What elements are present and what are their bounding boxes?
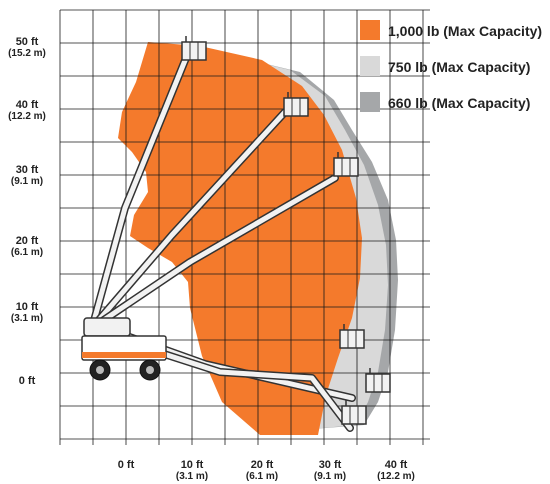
y-tick-30ft-metric: (9.1 m)	[11, 176, 43, 187]
x-tick-20ft: 20 ft	[251, 459, 274, 471]
wheel-rear-hub	[146, 366, 154, 374]
x-tick-40ft-metric: (12.2 m)	[377, 471, 415, 482]
work-platform-icon	[365, 368, 391, 393]
boom-mid-fill	[89, 175, 338, 331]
y-tick-0ft: 0 ft	[19, 375, 36, 387]
x-tick-20ft-metric: (6.1 m)	[246, 471, 278, 482]
y-tick-10ft: 10 ft	[16, 301, 39, 313]
work-platform-icon	[283, 92, 309, 117]
work-platforms	[181, 36, 391, 425]
legend-label-750lb: 750 lb (Max Capacity)	[388, 59, 530, 75]
x-tick-30ft: 30 ft	[319, 459, 342, 471]
platform-basket	[365, 373, 391, 393]
work-platform-icon	[181, 36, 207, 61]
platform-basket	[181, 41, 207, 61]
work-platform-icon	[333, 152, 359, 177]
envelope-1000lb	[118, 42, 362, 435]
work-platform-icon	[341, 400, 367, 425]
x-tick-40ft: 40 ft	[385, 459, 408, 471]
aerial-lift-machine-icon	[81, 317, 167, 381]
y-tick-30ft: 30 ft	[16, 164, 39, 176]
x-tick-30ft-metric: (9.1 m)	[314, 471, 346, 482]
legend-label-660lb: 660 lb (Max Capacity)	[388, 95, 530, 111]
boom-high-fill	[89, 109, 288, 331]
x-tick-0ft: 0 ft	[118, 459, 135, 471]
y-tick-50ft: 50 ft	[16, 36, 39, 48]
legend-label-1000lb: 1,000 lb (Max Capacity)	[388, 23, 542, 39]
platform-basket	[283, 97, 309, 117]
turntable	[83, 317, 131, 337]
boom-vertical-fill	[89, 55, 189, 331]
platform-basket	[333, 157, 359, 177]
x-tick-10ft-metric: (3.1 m)	[176, 471, 208, 482]
legend: 1,000 lb (Max Capacity) 750 lb (Max Capa…	[360, 20, 542, 112]
y-tick-50ft-metric: (15.2 m)	[8, 48, 46, 59]
x-axis: 0 ft 10 ft (3.1 m) 20 ft (6.1 m) 30 ft (…	[118, 459, 415, 482]
y-tick-20ft-metric: (6.1 m)	[11, 247, 43, 258]
legend-swatch-1000lb	[360, 20, 380, 40]
legend-swatch-660lb	[360, 92, 380, 112]
x-tick-10ft: 10 ft	[181, 459, 204, 471]
platform-basket	[341, 405, 367, 425]
work-platform-icon	[339, 324, 365, 349]
y-tick-10ft-metric: (3.1 m)	[11, 313, 43, 324]
y-tick-40ft: 40 ft	[16, 99, 39, 111]
chassis-stripe	[82, 352, 166, 358]
y-tick-20ft: 20 ft	[16, 235, 39, 247]
platform-basket	[339, 329, 365, 349]
boom-positions	[88, 54, 356, 432]
grid-lines	[59, 9, 430, 445]
y-tick-40ft-metric: (12.2 m)	[8, 111, 46, 122]
wheel-front-hub	[96, 366, 104, 374]
legend-swatch-750lb	[360, 56, 380, 76]
y-axis: 50 ft (15.2 m) 40 ft (12.2 m) 30 ft (9.1…	[8, 36, 46, 387]
